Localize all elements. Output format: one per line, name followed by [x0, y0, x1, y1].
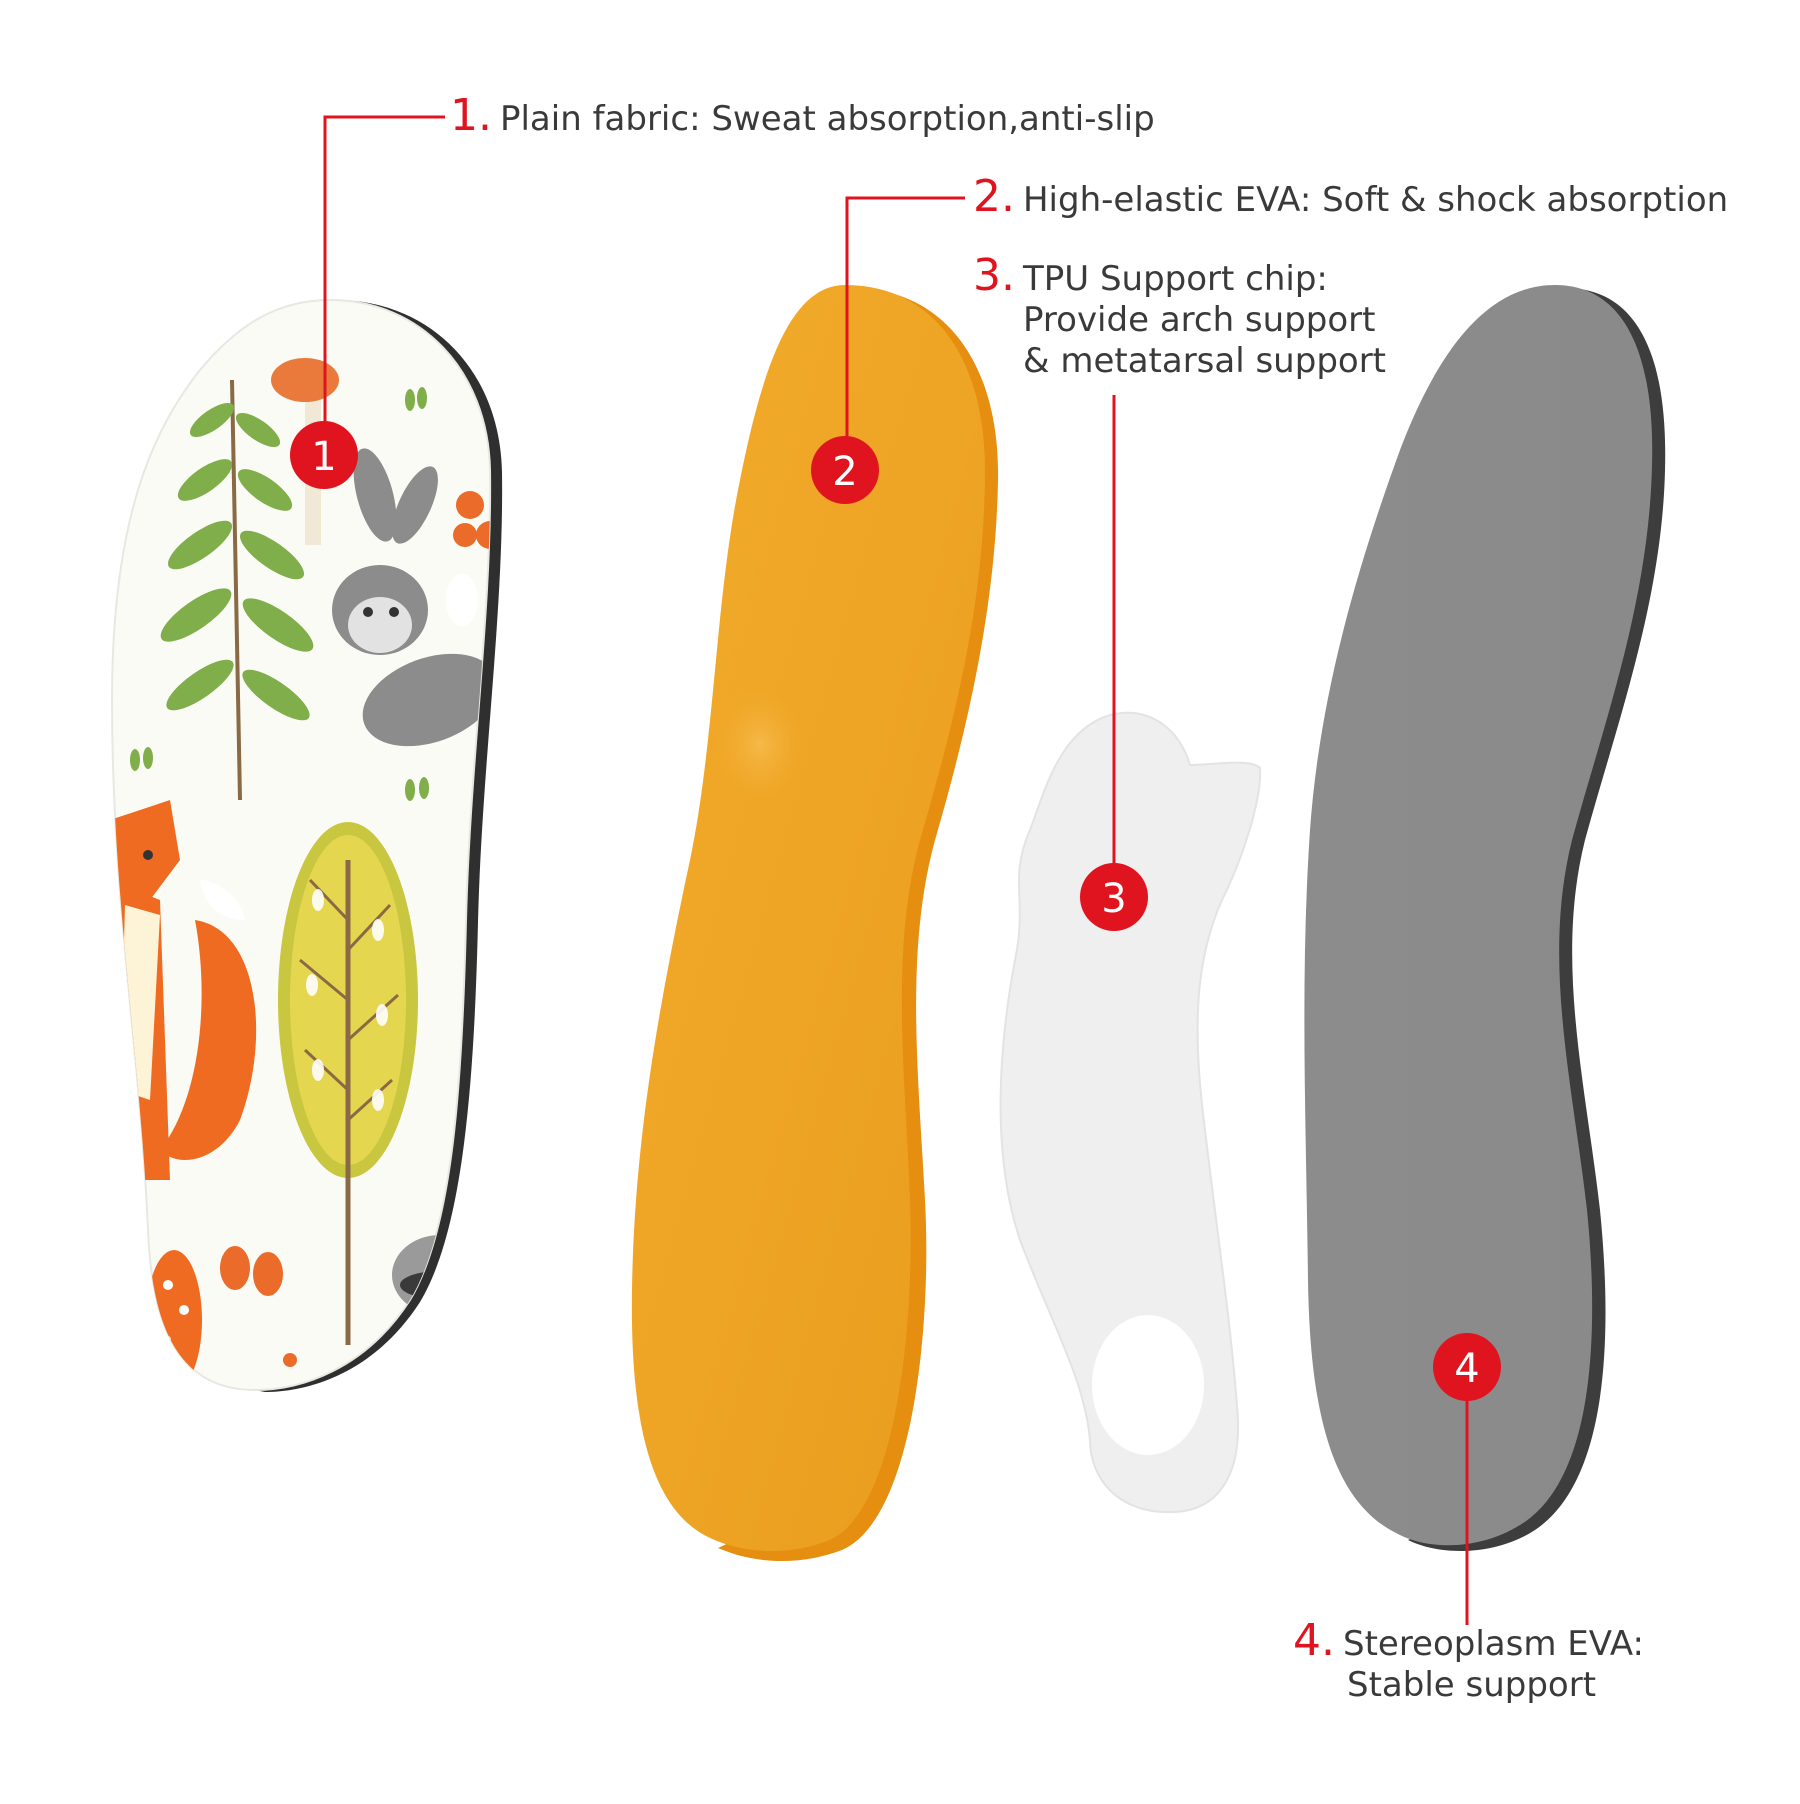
- insole-eva-layer: [631, 285, 999, 1562]
- orange-berries-icon: [220, 1246, 312, 1390]
- callout-1-line-1: Plain fabric: Sweat absorption,anti-slip: [499, 99, 1155, 139]
- leader-line-2: [845, 196, 965, 455]
- tpu-chip-surface: [999, 711, 1262, 1514]
- eva-layer-surface: [631, 285, 985, 1552]
- callout-1: 1.Plain fabric: Sweat absorption,anti-sl…: [450, 94, 1155, 140]
- insole-base-layer: [1304, 285, 1666, 1551]
- base-layer-edge: [1408, 288, 1666, 1551]
- tpu-chip-layer: [999, 711, 1262, 1514]
- callout-3-number: 3.: [973, 250, 1015, 301]
- badge-1-label: 1: [311, 434, 336, 480]
- insole-fabric-layer: [110, 298, 503, 1392]
- callout-3-line-2: Provide arch support: [1023, 300, 1376, 340]
- badge-4-label: 4: [1454, 1346, 1479, 1392]
- badge-3-label: 3: [1101, 876, 1126, 922]
- badge-4: 4: [1433, 1333, 1501, 1401]
- callout-4: 4.Stereoplasm EVA: Stable support: [1293, 1619, 1644, 1706]
- spotted-mushroom-icon: [146, 1250, 202, 1390]
- callout-2: 2.High-elastic EVA: Soft & shock absorpt…: [973, 175, 1729, 221]
- badge-3: 3: [1080, 863, 1148, 931]
- callout-4-number: 4.: [1293, 1615, 1335, 1666]
- leader-lines: [323, 115, 1469, 1625]
- tpu-heel-hole: [1092, 1315, 1204, 1455]
- callout-4-line-1: Stereoplasm EVA:: [1342, 1624, 1644, 1664]
- rabbit-icon: [332, 448, 491, 747]
- arch-highlight: [710, 680, 810, 810]
- badge-2: 2: [811, 436, 879, 504]
- callout-2-line-1: High-elastic EVA: Soft & shock absorptio…: [1022, 180, 1729, 220]
- callout-1-number: 1.: [450, 90, 492, 141]
- base-layer-surface: [1304, 285, 1653, 1546]
- fern-icon: [160, 379, 314, 801]
- woodland-pattern: [112, 358, 491, 1390]
- callout-2-number: 2.: [973, 171, 1015, 222]
- badge-1: 1: [290, 421, 358, 489]
- sprout-icons: [130, 387, 429, 801]
- callout-3-line-3: & metatarsal support: [1023, 341, 1387, 381]
- callout-3: 3.TPU Support chip: Provide arch support…: [973, 254, 1387, 382]
- callout-3-line-1: TPU Support chip:: [1022, 259, 1328, 299]
- leader-line-1: [323, 115, 445, 430]
- yellow-tree-icon: [278, 822, 418, 1345]
- badge-2-label: 2: [832, 449, 857, 495]
- callout-4-line-2: Stable support: [1347, 1665, 1597, 1705]
